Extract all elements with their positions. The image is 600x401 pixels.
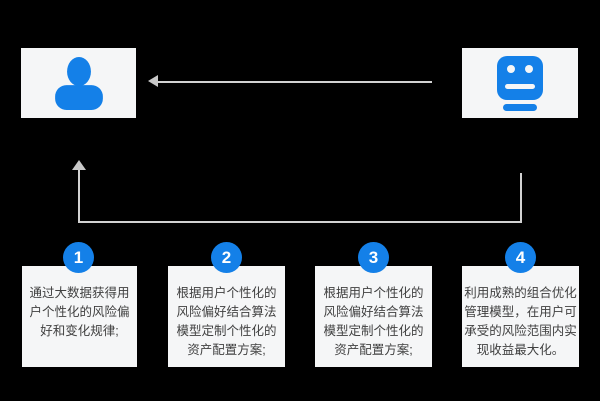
step-4-text: 利用成熟的组合优化 管理模型，在用户可 承受的风险范围内实 现收益最大化。 <box>464 286 577 357</box>
robot-to-user-arrow-line <box>158 81 432 83</box>
robot-icon <box>497 55 543 111</box>
step-3-card: 根据用户个性化的 风险偏好结合算法 模型定制个性化的 资产配置方案; <box>315 266 432 367</box>
robot-panel <box>462 48 578 118</box>
user-panel <box>21 48 136 118</box>
left-arrowhead-icon <box>148 75 158 87</box>
loop-line-right <box>520 173 522 222</box>
step-4-card: 利用成熟的组合优化 管理模型，在用户可 承受的风险范围内实 现收益最大化。 <box>462 266 579 367</box>
loop-line-bottom <box>78 221 522 223</box>
step-1-text: 通过大数据获得用 户个性化的风险偏 好和变化规律; <box>29 286 130 338</box>
step-2-card: 根据用户个性化的 风险偏好结合算法 模型定制个性化的 资产配置方案; <box>168 266 285 367</box>
step-1-card: 通过大数据获得用 户个性化的风险偏 好和变化规律; <box>22 266 137 367</box>
user-icon <box>54 57 103 110</box>
step-3-badge: 3 <box>358 242 389 273</box>
step-3-text: 根据用户个性化的 风险偏好结合算法 模型定制个性化的 资产配置方案; <box>323 286 424 357</box>
step-2-text: 根据用户个性化的 风险偏好结合算法 模型定制个性化的 资产配置方案; <box>176 286 277 357</box>
step-2-badge: 2 <box>211 242 242 273</box>
up-arrowhead-icon <box>72 160 86 170</box>
loop-line-left <box>78 170 80 222</box>
step-1-badge: 1 <box>63 242 94 273</box>
step-4-badge: 4 <box>505 242 536 273</box>
